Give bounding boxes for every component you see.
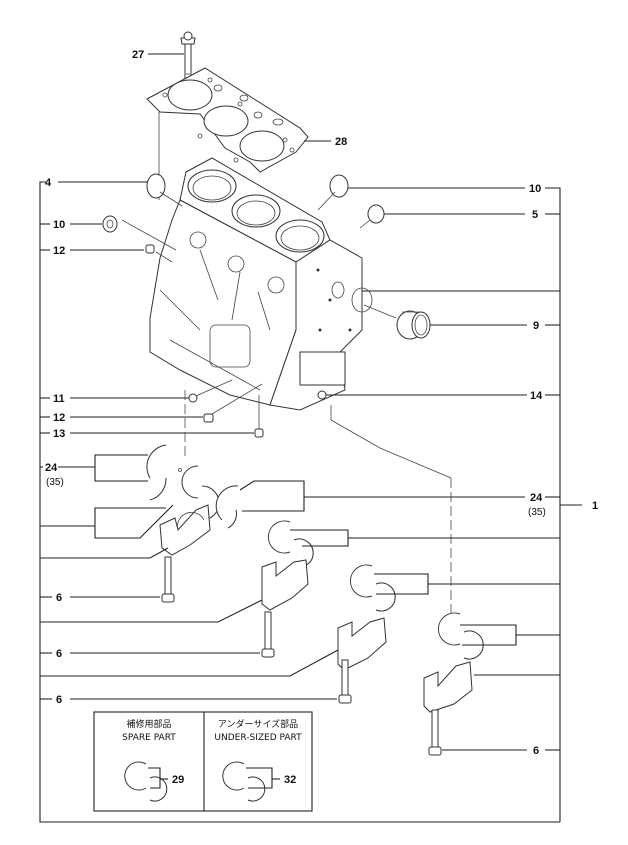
- undersized-part-title-jp: アンダーサイズ部品: [218, 718, 298, 730]
- plug-11-part: [188, 393, 198, 403]
- callout-6-a[interactable]: 6: [56, 592, 62, 604]
- cap-bolt-c-part: [338, 659, 352, 704]
- callout-6-d[interactable]: 6: [533, 745, 539, 757]
- plug-14-part: [317, 390, 327, 400]
- bearing-cap-2-part: [261, 559, 309, 611]
- bearing-cap-4-part: [423, 661, 473, 713]
- bushing-9-part: [396, 310, 431, 340]
- undersized-part-title-en: UNDER-SIZED PART: [214, 733, 302, 743]
- cylinder-block-part: [149, 157, 373, 411]
- seal-10-left-part: [102, 215, 118, 233]
- cap-bolt-a-part: [161, 556, 175, 603]
- plug-12-bottom-part: [203, 413, 214, 423]
- spare-bearing-part: [124, 761, 168, 802]
- bearing-cap-1-part: [159, 504, 211, 556]
- callout-5[interactable]: 5: [532, 209, 538, 221]
- callout-28[interactable]: 28: [335, 136, 347, 148]
- callout-11[interactable]: 11: [53, 393, 65, 405]
- callout-24-left-qty: (35): [46, 477, 64, 488]
- bearing-cap-3-part: [337, 617, 387, 671]
- callout-14[interactable]: 14: [530, 390, 543, 402]
- callout-27[interactable]: 27: [132, 49, 144, 61]
- main-bearing-4-part: [438, 612, 484, 660]
- spare-part-title-jp: 補修用部品: [126, 718, 171, 730]
- callout-13[interactable]: 13: [53, 428, 65, 440]
- plug-5-part: [367, 204, 385, 224]
- callout-29[interactable]: 29: [172, 774, 184, 786]
- right-bracket: [545, 187, 561, 822]
- main-bearing-3-part: [350, 564, 396, 612]
- callout-10-right[interactable]: 10: [529, 183, 541, 195]
- callout-10-left[interactable]: 10: [53, 219, 65, 231]
- callout-24-right[interactable]: 24: [530, 492, 543, 504]
- thrust-washer-right-part: [215, 485, 239, 529]
- plug-12-top-part: [145, 244, 155, 254]
- callout-12-top[interactable]: 12: [53, 245, 65, 257]
- callout-12-bottom[interactable]: 12: [53, 412, 65, 424]
- callout-1[interactable]: 1: [592, 500, 598, 512]
- cap-bolt-d-part: [428, 709, 442, 756]
- callout-6-c[interactable]: 6: [56, 694, 62, 706]
- callout-6-b[interactable]: 6: [56, 648, 62, 660]
- head-gasket-part: [146, 67, 309, 173]
- cap-bolt-b-part: [261, 611, 275, 658]
- plug-4-part: [146, 173, 166, 199]
- inset-box: 補修用部品 SPARE PART アンダーサイズ部品 UNDER-SIZED P…: [93, 711, 313, 812]
- plug-10-right-part: [329, 174, 349, 198]
- callout-24-right-qty: (35): [528, 507, 546, 518]
- undersized-bearing-part: [222, 761, 266, 802]
- thrust-washer-left-part: [146, 444, 167, 501]
- left-bracket: [39, 181, 560, 823]
- plug-13-part: [254, 428, 264, 438]
- callout-24-left[interactable]: 24: [45, 462, 58, 474]
- callout-9[interactable]: 9: [533, 320, 539, 332]
- spare-part-title-en: SPARE PART: [122, 733, 176, 743]
- callout-4[interactable]: 4: [45, 177, 52, 189]
- callout-32[interactable]: 32: [284, 774, 296, 786]
